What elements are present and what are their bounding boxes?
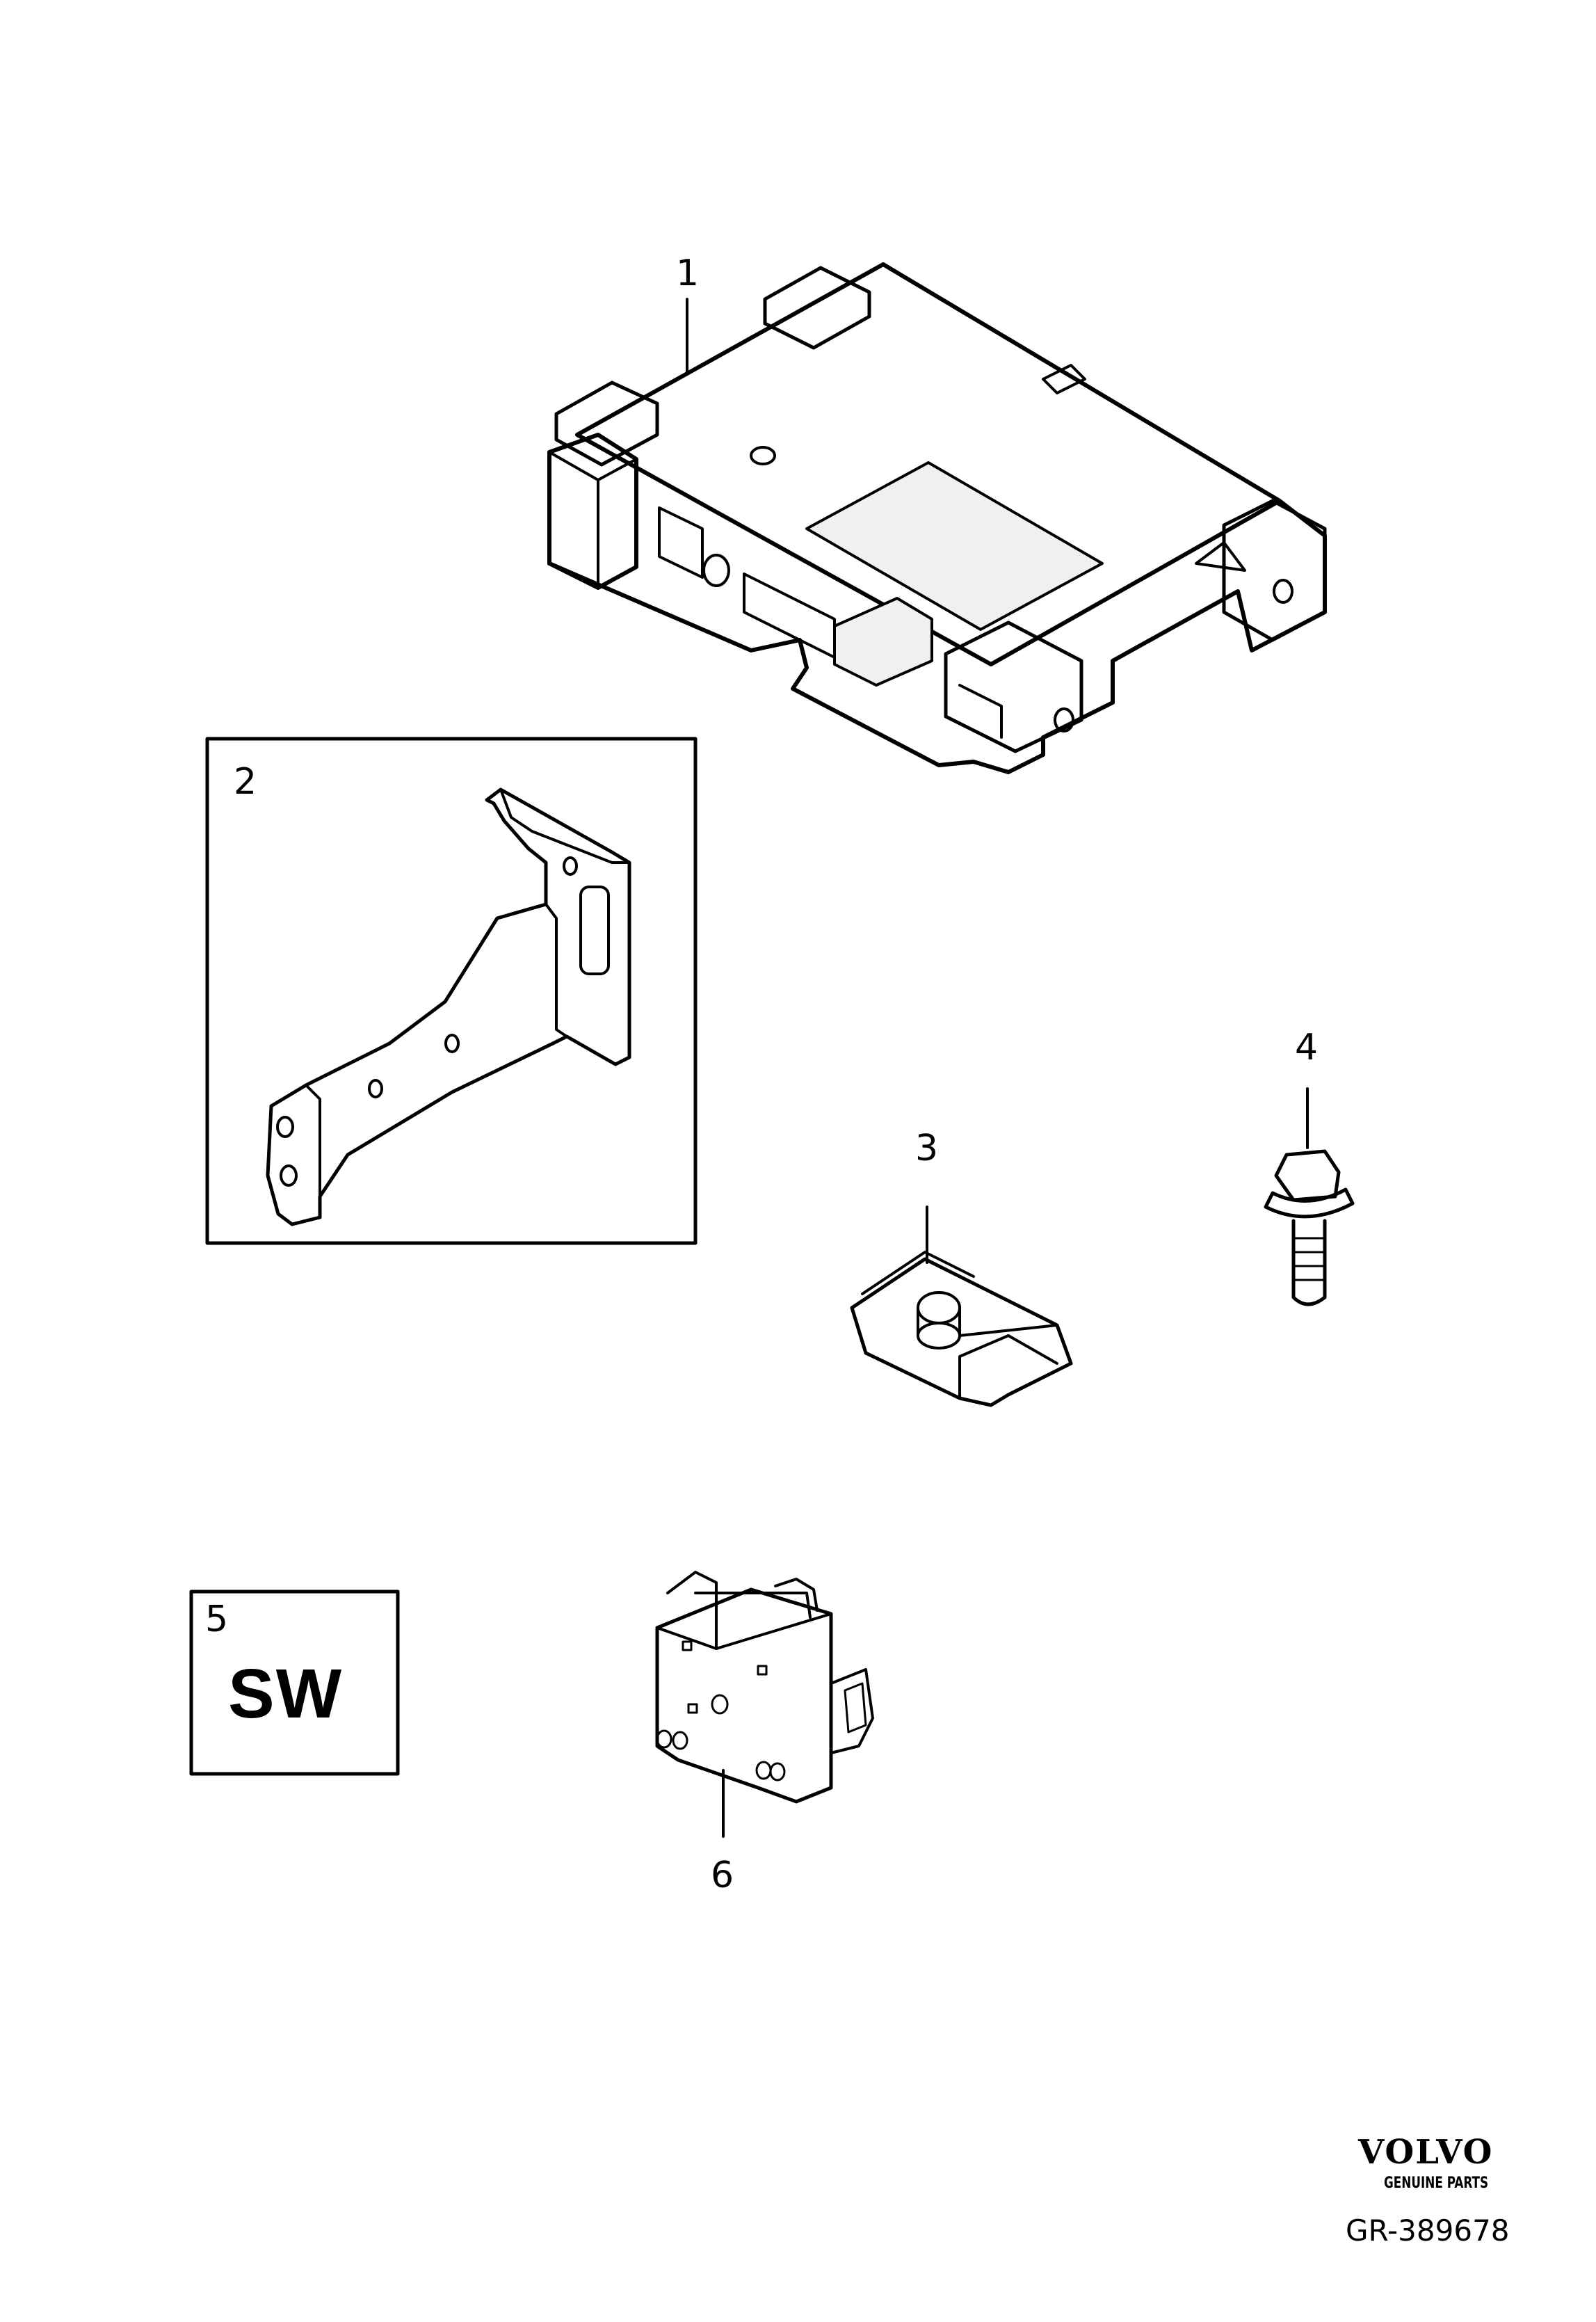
callout-5: 5 [205,1599,229,1640]
part-3-clip-nut [850,1206,1073,1407]
part-2-bracket [205,737,698,1245]
part-2-frame [205,737,698,1245]
software-label: SW [228,1655,344,1733]
callout-2: 2 [234,761,257,803]
callout-6: 6 [711,1855,734,1896]
part-4-bolt [1264,1087,1355,1306]
part-1-control-module [547,262,1327,774]
callout-4: 4 [1295,1027,1319,1068]
part-6-switch [655,1571,874,1838]
genuine-parts-tagline: GENUINE PARTS [1384,2175,1489,2192]
callout-3: 3 [915,1128,939,1169]
volvo-logo: VOLVO [1358,2133,1494,2172]
callout-1: 1 [676,253,700,294]
reference-number: GR-389678 [1346,2213,1510,2248]
part-5-software-box [189,1590,400,1776]
